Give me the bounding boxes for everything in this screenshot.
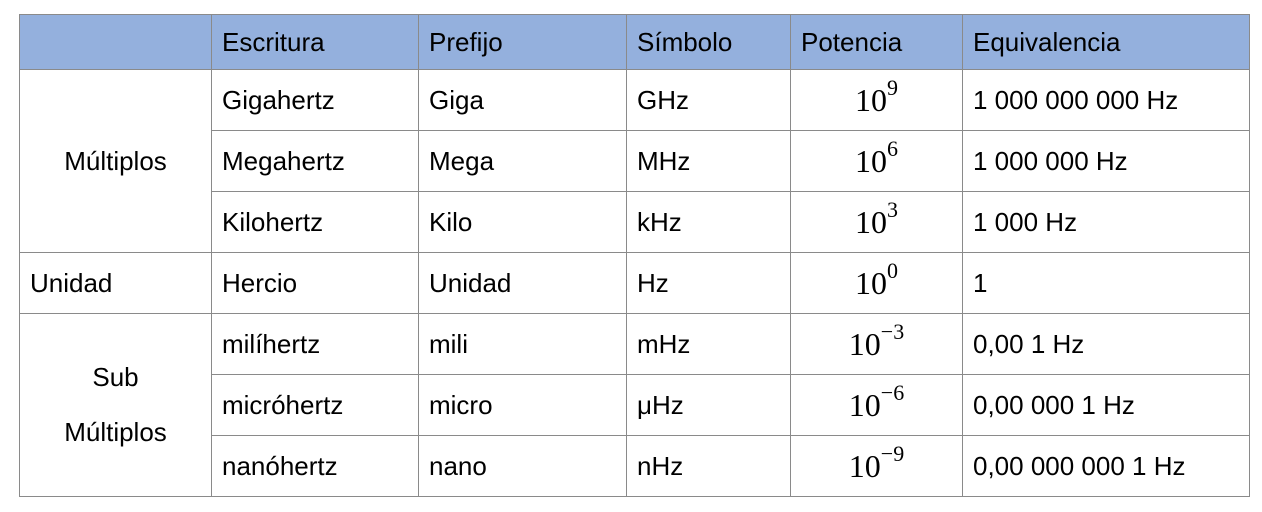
unit-name: Hercio (211, 252, 419, 314)
unit-power: 10−9 (790, 435, 963, 497)
unit-prefix: Kilo (418, 191, 627, 253)
unit-prefix: Unidad (418, 252, 627, 314)
table-row: micróhertz micro μHz 10−6 0,00 000 1 Hz (20, 374, 1250, 436)
unit-equivalence: 1 000 000 000 Hz (962, 69, 1250, 131)
table-row: Unidad Hercio Unidad Hz 100 1 (19, 252, 1250, 314)
unit-name: nanóhertz (211, 435, 419, 497)
header-simbolo: Símbolo (626, 14, 791, 70)
unit-prefix: micro (418, 374, 627, 436)
header-row: Escritura Prefijo Símbolo Potencia Equiv… (19, 14, 1250, 70)
unit-power: 109 (790, 69, 963, 131)
unit-symbol: GHz (626, 69, 791, 131)
power-base: 10 (855, 203, 887, 240)
unit-equivalence: 1 000 000 Hz (962, 130, 1250, 192)
table-row: Múltiplos Gigahertz Giga GHz 109 1 000 0… (19, 69, 1250, 253)
power-exponent: −3 (880, 318, 905, 344)
unit-name: milíhertz (211, 313, 419, 375)
unit-prefix: mili (418, 313, 627, 375)
unit-equivalence: 1 000 Hz (962, 191, 1250, 253)
unit-equivalence: 1 (962, 252, 1250, 314)
header-equivalencia: Equivalencia (962, 14, 1250, 70)
unit-symbol: Hz (626, 252, 791, 314)
unit-equivalence: 0,00 000 1 Hz (962, 374, 1250, 436)
power-base: 10 (855, 142, 887, 179)
unit-symbol: kHz (626, 191, 791, 253)
unit-prefix: nano (418, 435, 627, 497)
power-exponent: 3 (887, 196, 898, 222)
power-exponent: 9 (887, 74, 898, 100)
unit-power: 10−3 (790, 313, 963, 375)
unit-name: micróhertz (211, 374, 419, 436)
unit-power: 106 (790, 130, 963, 192)
power-exponent: 0 (887, 257, 898, 283)
unit-symbol: nHz (626, 435, 791, 497)
unit-symbol: MHz (626, 130, 791, 192)
unit-name: Megahertz (211, 130, 419, 192)
unit-name: Gigahertz (211, 69, 419, 131)
group-submultiples-line1: Sub (92, 362, 139, 392)
unit-symbol: μHz (626, 374, 791, 436)
power-base: 10 (848, 325, 881, 362)
group-multiples: Múltiplos (19, 69, 212, 253)
power-base: 10 (855, 81, 887, 118)
unit-power: 100 (790, 252, 963, 314)
header-potencia: Potencia (790, 14, 963, 70)
frequency-units-table: Escritura Prefijo Símbolo Potencia Equiv… (19, 14, 1250, 497)
unit-prefix: Giga (418, 69, 627, 131)
group-submultiples-line2: Múltiplos (64, 417, 167, 447)
group-unit: Unidad (19, 252, 212, 314)
power-exponent: 6 (887, 135, 898, 161)
unit-symbol: mHz (626, 313, 791, 375)
unit-power: 103 (790, 191, 963, 253)
unit-name: Kilohertz (211, 191, 419, 253)
power-exponent: −9 (880, 440, 905, 466)
power-base: 10 (848, 447, 881, 484)
power-base: 10 (855, 264, 887, 301)
unit-prefix: Mega (418, 130, 627, 192)
header-prefijo: Prefijo (418, 14, 627, 70)
unit-equivalence: 0,00 000 000 1 Hz (962, 435, 1250, 497)
power-base: 10 (848, 386, 881, 423)
header-empty-cell (19, 14, 212, 70)
header-escritura: Escritura (211, 14, 419, 70)
table-row: nanóhertz nano nHz 10−9 0,00 000 000 1 H… (20, 435, 1250, 497)
unit-equivalence: 0,00 1 Hz (962, 313, 1250, 375)
unit-power: 10−6 (790, 374, 963, 436)
power-exponent: −6 (880, 379, 905, 405)
